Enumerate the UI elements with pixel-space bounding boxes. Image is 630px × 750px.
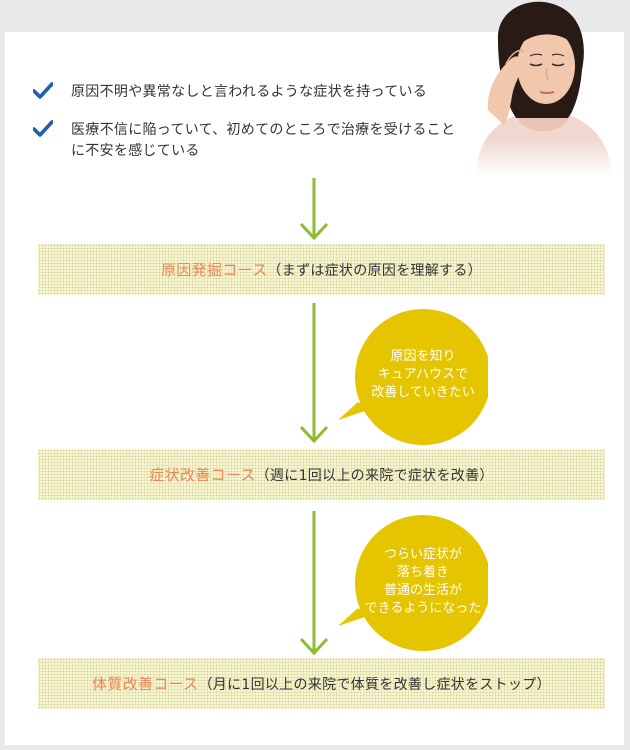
course-description: （まずは症状の原因を理解する） xyxy=(267,262,482,279)
bubble-text-2: つらい症状が 落ち着き 普通の生活が できるようになった xyxy=(364,547,482,616)
check-item-text: 原因不明や異常なしと言われるような症状を持っている xyxy=(71,84,428,100)
course-name: 原因発掘コース xyxy=(161,261,268,279)
woman-headache-illustration xyxy=(468,0,616,175)
speech-bubble-1 xyxy=(338,309,488,445)
check-item-text: 医療不信に陥っていて、初めてのところで治療を受けることに不安を感じている xyxy=(71,122,456,159)
speech-bubble-2 xyxy=(338,515,488,651)
course-symptom-improvement: 症状改善コース （週に1回以上の来院で症状を改善） xyxy=(38,449,605,500)
course-description: （月に1回以上の来院で体質を改善し症状をストップ） xyxy=(198,676,551,693)
checkmark-icon xyxy=(33,120,53,137)
course-constitution-improvement: 体質改善コース （月に1回以上の来院で体質を改善し症状をストップ） xyxy=(38,658,605,709)
course-name: 体質改善コース xyxy=(92,675,199,693)
down-arrow-icon xyxy=(299,178,329,241)
checkmark-icon xyxy=(33,82,53,99)
bubble-text-1: 原因を知り キュアハウスで 改善していきたい xyxy=(371,349,475,400)
course-name: 症状改善コース xyxy=(149,466,256,484)
down-arrow-icon xyxy=(299,511,329,656)
down-arrow-icon xyxy=(299,303,329,444)
course-cause-discovery: 原因発掘コース （まずは症状の原因を理解する） xyxy=(38,244,605,295)
course-description: （週に1回以上の来院で症状を改善） xyxy=(255,467,494,484)
